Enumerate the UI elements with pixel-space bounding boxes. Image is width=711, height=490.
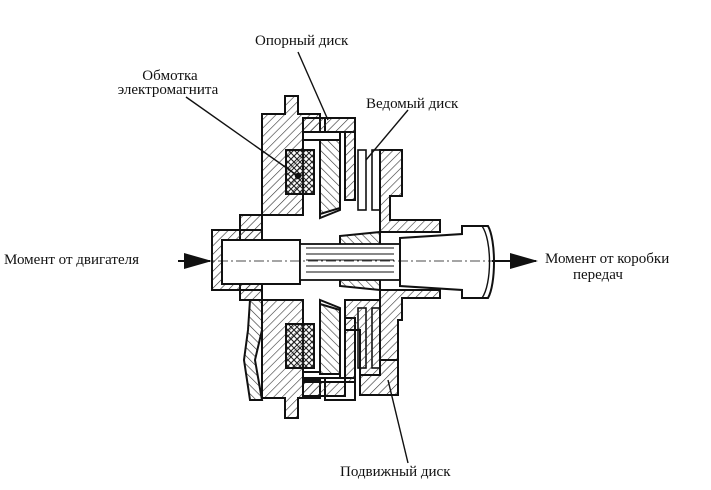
label-coil-line2: электромагнита <box>117 82 219 98</box>
leader-lines <box>185 51 409 464</box>
label-gearbox-torque-line2: передач <box>573 267 623 283</box>
label-engine-torque: Момент от двигателя <box>4 252 140 268</box>
electromagnet-coil <box>285 149 315 369</box>
label-gearbox-torque-line1: Момент от коробки <box>545 251 670 267</box>
label-coil-line1: Обмотка <box>142 68 198 84</box>
support-disk-shape <box>302 117 356 401</box>
output-shaft <box>399 225 495 299</box>
splined-hub <box>299 243 401 281</box>
label-movable-disk: Подвижный диск <box>340 464 451 480</box>
label-driven-disk: Ведомый диск <box>366 96 459 112</box>
input-shaft <box>221 239 301 285</box>
label-support-disk: Опорный диск <box>255 33 349 49</box>
gearbox-housing <box>359 149 441 396</box>
flywheel-teeth <box>242 299 264 401</box>
